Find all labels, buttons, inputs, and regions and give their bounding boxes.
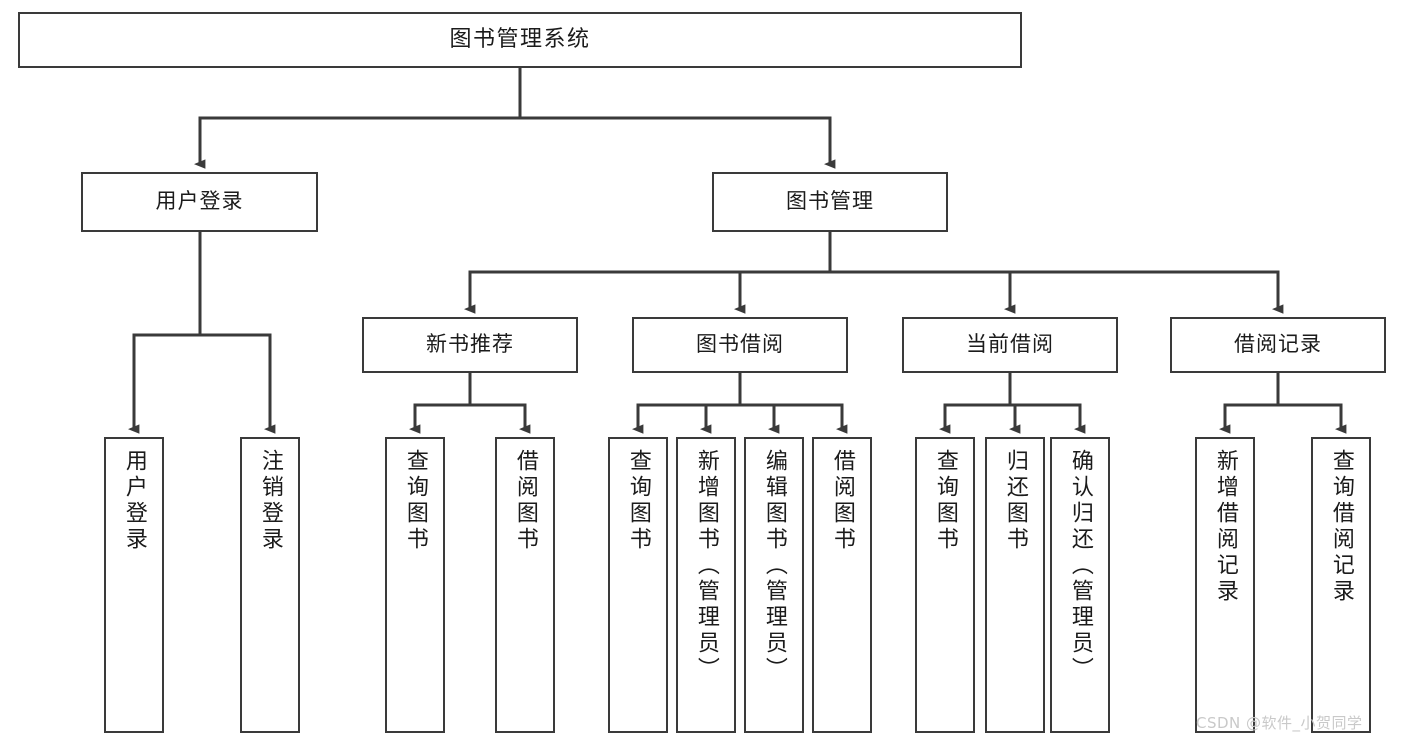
node-label: 图书管理系统 xyxy=(449,26,591,52)
node-borrow-record[interactable]: 借阅记录 xyxy=(1170,317,1386,373)
node-label: 图书借阅 xyxy=(696,332,784,357)
node-current-borrow[interactable]: 当前借阅 xyxy=(902,317,1118,373)
leaf-return-book[interactable]: 归还图书 xyxy=(985,437,1045,733)
node-label: 新增图书（管理员） xyxy=(693,449,719,683)
node-label: 编辑图书（管理员） xyxy=(761,449,787,683)
leaf-query-book-current[interactable]: 查询图书 xyxy=(915,437,975,733)
leaf-add-borrow-record[interactable]: 新增借阅记录 xyxy=(1195,437,1255,733)
node-book-manage[interactable]: 图书管理 xyxy=(712,172,948,232)
leaf-borrow-book[interactable]: 借阅图书 xyxy=(812,437,872,733)
leaf-query-book-borrow[interactable]: 查询图书 xyxy=(608,437,668,733)
node-book-borrow[interactable]: 图书借阅 xyxy=(632,317,848,373)
leaf-add-book-admin[interactable]: 新增图书（管理员） xyxy=(676,437,736,733)
leaf-borrow-book-recommend[interactable]: 借阅图书 xyxy=(495,437,555,733)
leaf-user-login[interactable]: 用户登录 xyxy=(104,437,164,733)
node-label: 查询借阅记录 xyxy=(1328,449,1354,605)
node-label: 查询图书 xyxy=(625,449,651,553)
leaf-query-book-recommend[interactable]: 查询图书 xyxy=(385,437,445,733)
node-label: 借阅记录 xyxy=(1234,332,1322,357)
node-label: 归还图书 xyxy=(1002,449,1028,553)
node-label: 注销登录 xyxy=(257,449,283,553)
node-label: 借阅图书 xyxy=(512,449,538,553)
node-root-system[interactable]: 图书管理系统 xyxy=(18,12,1022,68)
node-new-book-recommend[interactable]: 新书推荐 xyxy=(362,317,578,373)
node-label: 确认归还（管理员） xyxy=(1067,449,1093,683)
node-label: 新增借阅记录 xyxy=(1212,449,1238,605)
node-label: 图书管理 xyxy=(786,189,874,214)
node-user-login[interactable]: 用户登录 xyxy=(81,172,318,232)
leaf-query-borrow-record[interactable]: 查询借阅记录 xyxy=(1311,437,1371,733)
watermark: CSDN @软件_小贺同学 xyxy=(1196,714,1363,732)
node-label: 查询图书 xyxy=(932,449,958,553)
node-label: 用户登录 xyxy=(155,189,244,214)
leaf-confirm-return-admin[interactable]: 确认归还（管理员） xyxy=(1050,437,1110,733)
leaf-logout[interactable]: 注销登录 xyxy=(240,437,300,733)
node-label: 借阅图书 xyxy=(829,449,855,553)
node-label: 用户登录 xyxy=(121,449,147,553)
leaf-edit-book-admin[interactable]: 编辑图书（管理员） xyxy=(744,437,804,733)
node-label: 当前借阅 xyxy=(966,332,1054,357)
node-label: 查询图书 xyxy=(402,449,428,553)
node-label: 新书推荐 xyxy=(426,332,514,357)
